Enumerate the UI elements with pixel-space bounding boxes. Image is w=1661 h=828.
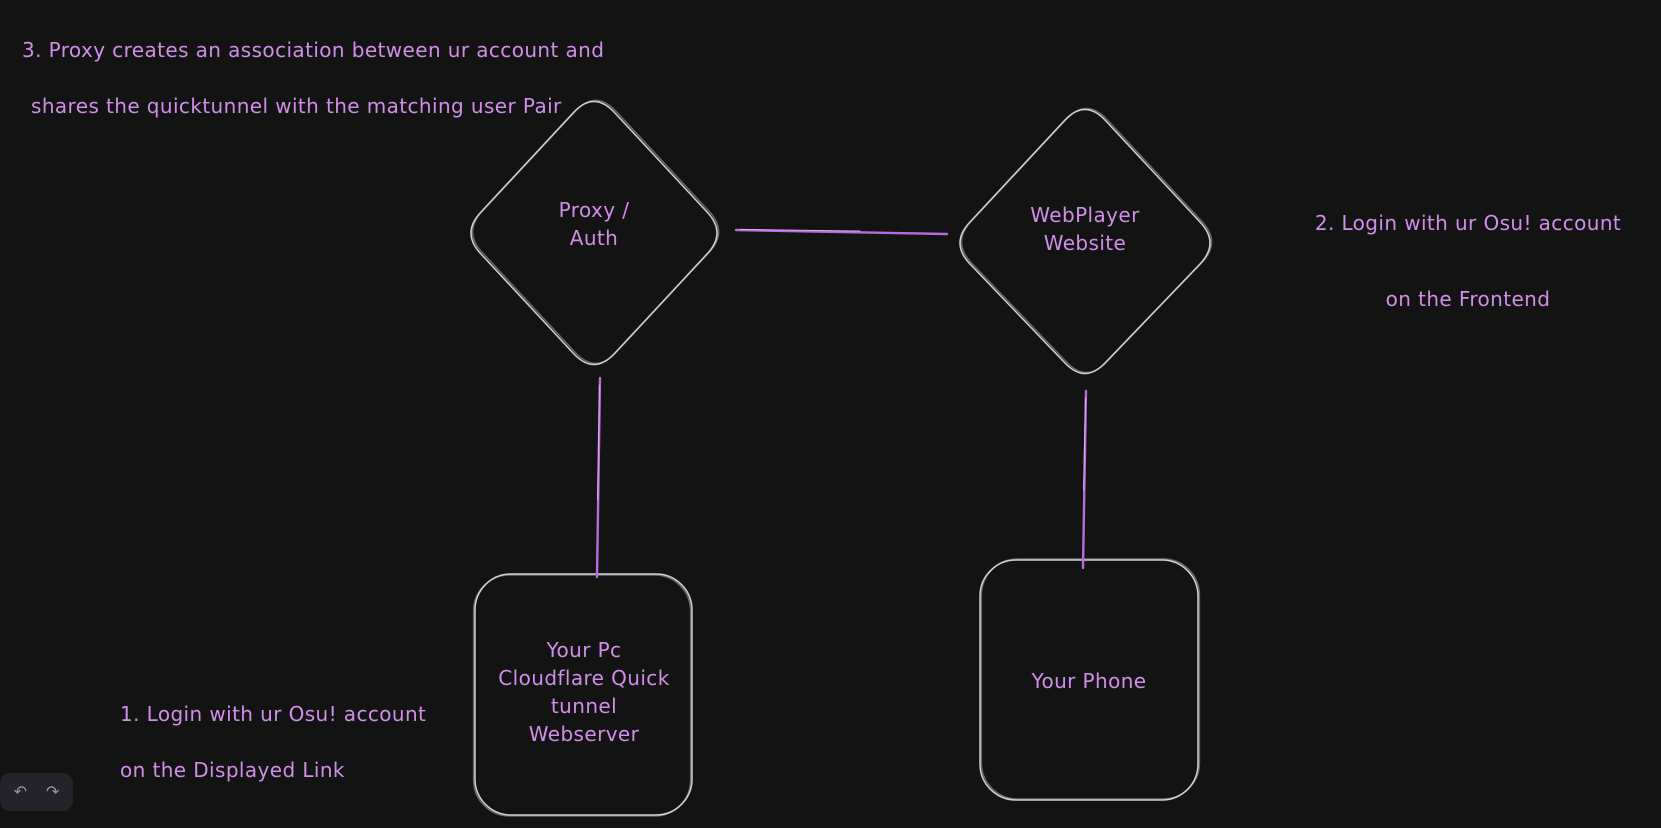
annotation-step2[interactable]: 2. Login with ur Osu! account on the Fro… bbox=[1293, 166, 1643, 356]
proxy-auth-diamond[interactable] bbox=[470, 99, 720, 366]
annotation-step1[interactable]: 1. Login with ur Osu! account on the Dis… bbox=[120, 672, 426, 812]
pc-webserver-rectangle-roughline bbox=[472, 574, 692, 817]
annotation-step2-line2: on the Frontend bbox=[1385, 287, 1551, 311]
your-phone-rectangle-outline[interactable] bbox=[979, 559, 1199, 801]
your-phone-label[interactable]: Your Phone bbox=[1031, 669, 1147, 693]
proxy-auth-label[interactable]: Proxy / Auth bbox=[558, 198, 630, 250]
pc-webserver-rectangle[interactable] bbox=[472, 573, 693, 817]
proxy-auth-diamond-roughline bbox=[471, 99, 720, 365]
annotation-step2-line1: 2. Login with ur Osu! account bbox=[1314, 211, 1622, 235]
webplayer-diamond[interactable] bbox=[959, 107, 1213, 375]
webplayer-diamond-roughline bbox=[960, 107, 1213, 374]
annotation-step1-line1: 1. Login with ur Osu! account bbox=[120, 702, 427, 726]
edge-proxy-pcwebserver-line[interactable] bbox=[595, 376, 602, 579]
edge-proxy-pcwebserver-highlight bbox=[597, 384, 600, 501]
edge-webplayer-phone-highlight bbox=[1083, 397, 1086, 491]
edge-proxy-webplayer-line[interactable] bbox=[734, 228, 949, 236]
annotation-step3-line2: shares the quicktunnel with the matching… bbox=[31, 94, 562, 118]
webplayer-diamond-outline[interactable] bbox=[959, 108, 1211, 375]
undo-redo-toolbar: ↶ ↷ bbox=[0, 773, 73, 811]
edge-proxy-webplayer[interactable] bbox=[734, 228, 949, 236]
annotation-step3-line1: 3. Proxy creates an association between … bbox=[22, 38, 605, 62]
annotation-step3[interactable]: 3. Proxy creates an association between … bbox=[22, 8, 604, 148]
webplayer-label[interactable]: WebPlayer Website bbox=[1030, 203, 1140, 255]
your-phone-rectangle-roughline bbox=[980, 558, 1201, 800]
redo-icon: ↷ bbox=[45, 782, 60, 801]
annotation-step1-line2: on the Displayed Link bbox=[120, 758, 345, 782]
pc-webserver-rectangle-outline[interactable] bbox=[474, 573, 693, 816]
edge-webplayer-phone[interactable] bbox=[1081, 389, 1088, 570]
undo-button[interactable]: ↶ bbox=[8, 780, 32, 804]
edge-proxy-pcwebserver[interactable] bbox=[595, 376, 602, 579]
proxy-auth-diamond-outline[interactable] bbox=[470, 100, 718, 366]
edge-proxy-webplayer-highlight bbox=[739, 228, 861, 232]
your-phone-rectangle[interactable] bbox=[979, 558, 1201, 801]
undo-icon: ↶ bbox=[13, 782, 28, 801]
redo-button[interactable]: ↷ bbox=[41, 780, 65, 804]
pc-webserver-label[interactable]: Your Pc Cloudflare Quick tunnel Webserve… bbox=[498, 638, 670, 746]
